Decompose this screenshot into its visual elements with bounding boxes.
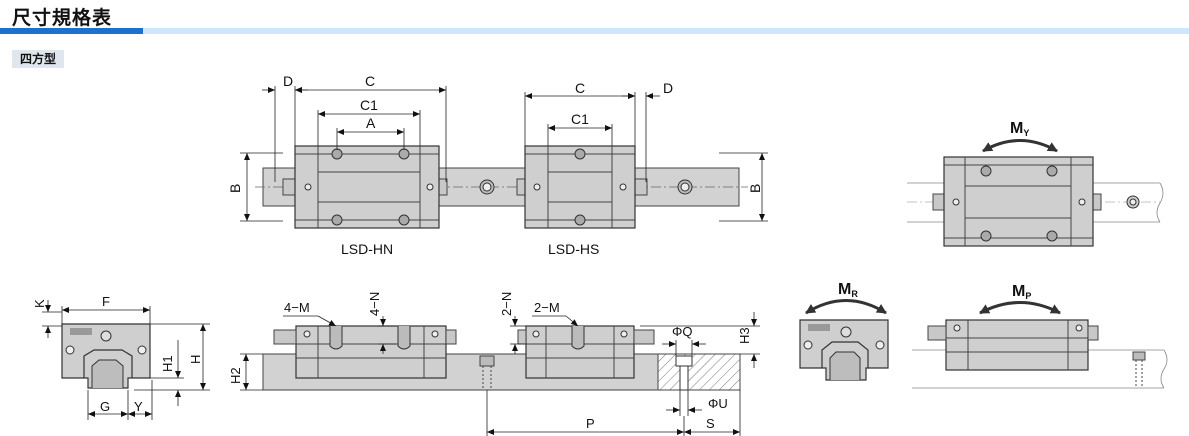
front-view: K F H H1 G Y xyxy=(32,294,210,420)
moment-mr-view: MR xyxy=(799,281,889,381)
dim-label-c-hs: C xyxy=(575,80,585,96)
rotation-arrow-icon xyxy=(979,301,1061,315)
dim-label-phi-q: ΦQ xyxy=(672,324,692,339)
page-header: 尺寸規格表 xyxy=(0,0,1189,36)
dim-label-c1-hs: C1 xyxy=(571,111,589,127)
dim-label-phi-u: ΦU xyxy=(708,396,728,411)
moment-label-mp: MP xyxy=(1012,283,1031,301)
caption-lsd-hs: LSD-HS xyxy=(548,241,599,257)
dim-label-p: P xyxy=(586,416,595,431)
moment-label-my: MY xyxy=(1010,120,1029,138)
block-hn xyxy=(282,145,448,229)
caption-lsd-hn: LSD-HN xyxy=(341,241,393,257)
dim-label-b-left: B xyxy=(227,184,243,193)
brand-logo xyxy=(808,324,830,331)
top-view: D C C1 A B C D C1 B LSD-HN LSD-HS xyxy=(227,73,768,257)
mounting-hole-icon xyxy=(331,148,410,226)
dim-label-2m: 2−M xyxy=(534,300,560,315)
header-underline-accent xyxy=(0,28,143,34)
moment-mp-view: MP xyxy=(912,283,1168,389)
rotation-arrow-icon xyxy=(805,299,887,315)
dim-label-b-right: B xyxy=(747,184,763,193)
mounting-hole-icon xyxy=(574,148,586,226)
dim-label-c1: C1 xyxy=(360,97,378,113)
mounting-hole-icon xyxy=(980,165,1058,242)
dim-label-h: H xyxy=(188,355,203,364)
dim-label-4n: 4−N xyxy=(367,292,382,316)
dim-label-2n: 2−N xyxy=(499,292,514,316)
page-title: 尺寸規格表 xyxy=(12,7,113,29)
dim-label-a: A xyxy=(366,115,376,131)
dim-label-h1: H1 xyxy=(160,355,175,372)
dim-label-h3: H3 xyxy=(737,327,752,344)
dim-label-g: G xyxy=(100,399,110,414)
dim-label-k: K xyxy=(32,299,47,308)
dim-label-d-hs: D xyxy=(663,80,673,96)
dim-label-h2: H2 xyxy=(228,367,243,384)
moment-label-mr: MR xyxy=(838,281,858,299)
moment-my-view: MY xyxy=(907,120,1164,247)
header-underline xyxy=(143,28,1189,34)
section-tag: 四方型 xyxy=(12,50,65,68)
dim-label-s: S xyxy=(706,416,715,431)
block-hs xyxy=(516,145,648,229)
dim-label-4m: 4−M xyxy=(284,300,310,315)
dim-label-f: F xyxy=(102,294,110,309)
rotation-arrow-icon xyxy=(982,139,1058,153)
dim-label-y: Y xyxy=(134,399,143,414)
dim-label-c: C xyxy=(365,73,375,89)
brand-logo xyxy=(70,328,92,335)
dim-label-d: D xyxy=(283,73,293,89)
rail-hole-icon xyxy=(479,179,693,195)
side-view: 4−M 4−N 2−N 2−M H2 H3 ΦQ ΦU P S xyxy=(228,292,760,436)
